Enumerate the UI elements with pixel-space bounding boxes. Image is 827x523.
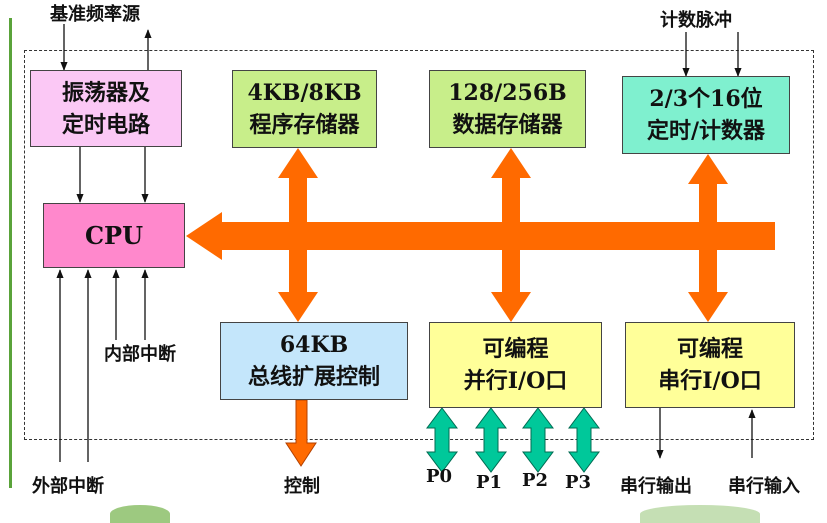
- control-label: 控制: [284, 476, 320, 497]
- bus-control-box: 64KB 总线扩展控制: [220, 322, 408, 400]
- control-out-arrow: [285, 399, 317, 467]
- serial-output-label: 串行输出: [620, 476, 692, 497]
- bus-control-size: 64KB: [279, 332, 349, 358]
- timer-box: 2/3个16位 定时/计数器: [622, 76, 790, 154]
- internal-interrupt-label: 内部中断: [104, 344, 176, 365]
- chip-boundary: [24, 50, 814, 440]
- timer-label: 定时/计数器: [646, 118, 766, 144]
- serial-io-box: 可编程 串行I/O口: [625, 322, 795, 408]
- leaf-decoration-right: [640, 505, 760, 523]
- timer-count: 2/3个16位: [649, 86, 763, 112]
- serial-io-line2: 串行I/O口: [658, 368, 762, 394]
- parallel-io-line1: 可编程: [482, 336, 549, 362]
- port-arrow-p2: [522, 407, 554, 473]
- port-label-p0: P0: [426, 466, 453, 487]
- oscillator-line2: 定时电路: [61, 111, 150, 138]
- parallel-io-box: 可编程 并行I/O口: [429, 322, 602, 408]
- parallel-io-line2: 并行I/O口: [463, 368, 568, 394]
- clock-source-label: 基准频率源: [50, 4, 140, 25]
- program-memory-box: 4KB/8KB 程序存储器: [232, 70, 377, 148]
- port-label-p3: P3: [565, 472, 592, 493]
- serial-io-line1: 可编程: [676, 336, 743, 362]
- oscillator-line1: 振荡器及: [61, 79, 150, 106]
- leaf-decoration-left: [110, 505, 170, 523]
- port-arrow-p0: [426, 407, 458, 473]
- port-arrow-p3: [568, 407, 600, 473]
- program-memory-label: 程序存储器: [249, 112, 360, 138]
- bus-arrow-program-memory: [278, 148, 318, 322]
- bus-control-label: 总线扩展控制: [247, 364, 380, 390]
- serial-input-label: 串行输入: [728, 476, 800, 497]
- program-memory-size: 4KB/8KB: [247, 80, 362, 106]
- data-memory-box: 128/256B 数据存储器: [429, 70, 586, 148]
- port-label-p1: P1: [476, 472, 503, 493]
- external-interrupt-label: 外部中断: [32, 476, 104, 497]
- frame-accent-bar: [9, 18, 12, 488]
- port-arrow-p1: [475, 407, 507, 473]
- count-pulse-label: 计数脉冲: [660, 10, 732, 31]
- data-memory-label: 数据存储器: [452, 112, 563, 138]
- cpu-label: CPU: [84, 220, 144, 250]
- internal-bus-arrow: [186, 212, 775, 260]
- data-memory-size: 128/256B: [448, 80, 567, 106]
- oscillator-box: 振荡器及 定时电路: [30, 70, 182, 147]
- bus-arrow-timer: [688, 154, 728, 322]
- port-label-p2: P2: [522, 470, 549, 491]
- bus-arrow-data-memory: [491, 148, 531, 322]
- cpu-box: CPU: [43, 203, 185, 268]
